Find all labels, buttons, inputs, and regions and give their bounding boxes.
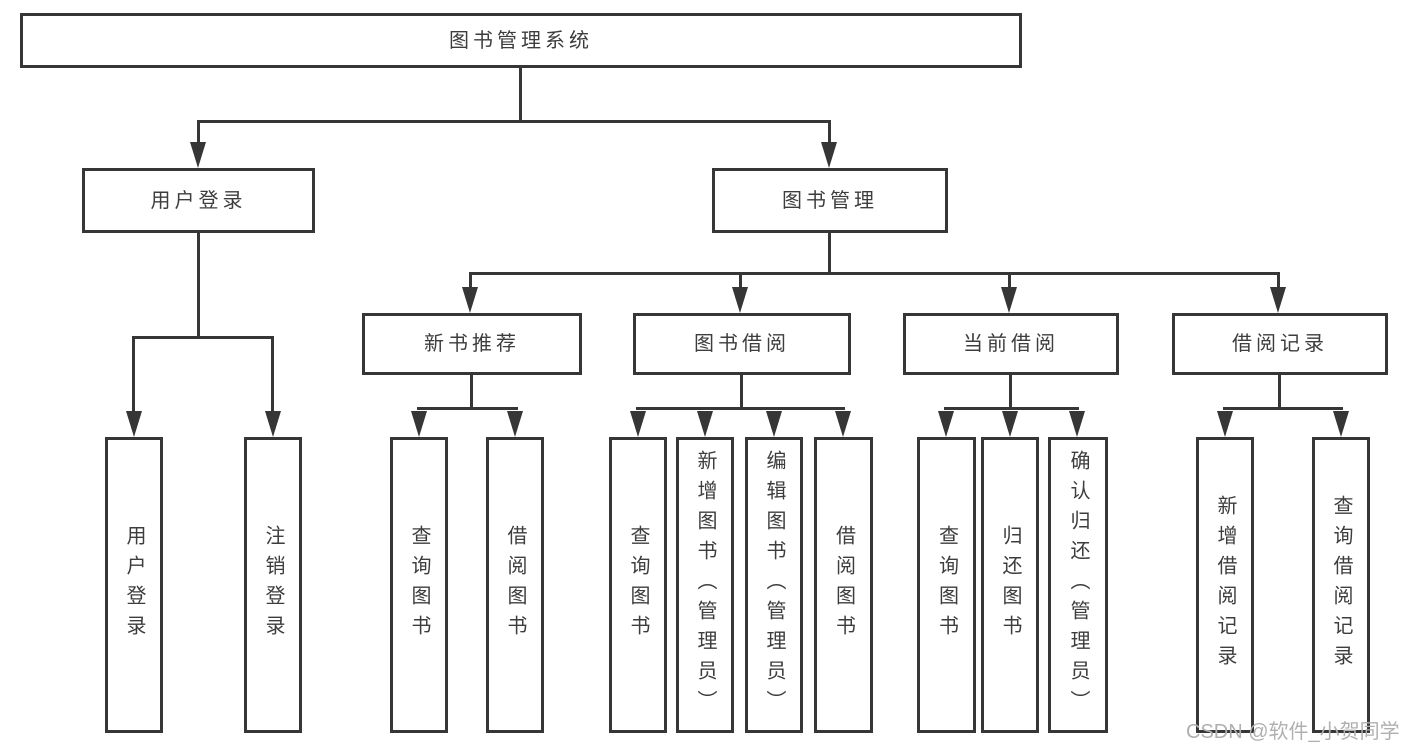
leaf-confirm-return-admin-label: 确认归还（管理员）	[1067, 450, 1089, 720]
arrowhead-g3-return-books	[1002, 411, 1018, 437]
arrowhead-group-3	[1001, 287, 1017, 313]
leaf-query-borrow-record-label: 查询借阅记录	[1330, 495, 1352, 675]
leaf-query-books-2: 查询图书	[609, 437, 667, 733]
leaf-add-books-admin: 新增图书（管理员）	[676, 437, 734, 733]
arrowhead-g2-borrow-books	[835, 411, 851, 437]
arrowhead-leaf-logout	[265, 411, 281, 437]
leaf-query-books-2-label: 查询图书	[627, 525, 649, 645]
node-root: 图书管理系统	[20, 13, 1022, 68]
node-user-login-label: 用户登录	[150, 189, 247, 212]
connector-drop-group-2	[739, 272, 742, 289]
leaf-borrow-books-1-label: 借阅图书	[504, 525, 526, 645]
arrowhead-group-4	[1270, 287, 1286, 313]
node-borrow-records: 借阅记录	[1172, 313, 1388, 375]
connector-drop-group-1	[469, 272, 472, 289]
node-current-borrow-label: 当前借阅	[963, 333, 1059, 355]
node-new-book-recommend-label: 新书推荐	[424, 333, 520, 355]
connector-root-rail	[197, 120, 831, 123]
arrowhead-book-mgmt	[821, 142, 837, 168]
leaf-return-books-label: 归还图书	[999, 525, 1021, 645]
connector-group4-rail	[1223, 407, 1343, 410]
leaf-query-books-3: 查询图书	[917, 437, 976, 733]
connector-book-mgmt-rail	[470, 272, 1280, 275]
arrowhead-user-login	[190, 142, 206, 168]
leaf-edit-books-admin: 编辑图书（管理员）	[745, 437, 803, 733]
csdn-watermark: CSDN @软件_小贺同学	[1186, 721, 1400, 743]
leaf-add-borrow-record: 新增借阅记录	[1196, 437, 1254, 733]
connector-drop-leaf-user-login	[132, 336, 135, 413]
node-book-mgmt: 图书管理	[712, 168, 948, 233]
connector-group2-rail	[636, 407, 845, 410]
connector-book-mgmt-stem	[828, 233, 831, 275]
connector-group4-stem	[1278, 375, 1281, 409]
leaf-borrow-books-1: 借阅图书	[486, 437, 544, 733]
leaf-query-books-1-label: 查询图书	[408, 525, 430, 645]
leaf-user-login-label: 用户登录	[123, 525, 145, 645]
arrowhead-g1-query-books	[411, 411, 427, 437]
node-root-label: 图书管理系统	[449, 29, 593, 52]
leaf-borrow-books-2-label: 借阅图书	[832, 525, 855, 645]
arrowhead-g2-add-books	[697, 411, 713, 437]
arrowhead-group-2	[732, 287, 748, 313]
node-new-book-recommend: 新书推荐	[362, 313, 582, 375]
arrowhead-group-1	[462, 287, 478, 313]
arrowhead-leaf-user-login	[126, 411, 142, 437]
leaf-add-books-admin-label: 新增图书（管理员）	[694, 450, 716, 720]
connector-group1-stem	[470, 375, 473, 409]
leaf-logout: 注销登录	[244, 437, 302, 733]
arrowhead-g4-add-record	[1217, 411, 1233, 437]
connector-drop-book-mgmt	[828, 120, 831, 146]
leaf-add-borrow-record-label: 新增借阅记录	[1214, 495, 1236, 675]
connector-drop-group-4	[1277, 272, 1280, 289]
connector-drop-user-login	[197, 120, 200, 146]
leaf-logout-label: 注销登录	[262, 525, 284, 645]
arrowhead-g2-edit-books	[766, 411, 782, 437]
connector-drop-leaf-logout	[271, 336, 274, 413]
connector-group3-rail	[944, 407, 1079, 410]
leaf-query-books-1: 查询图书	[390, 437, 448, 733]
node-current-borrow: 当前借阅	[903, 313, 1119, 375]
connector-root-stem	[519, 68, 522, 122]
node-user-login: 用户登录	[82, 168, 315, 233]
arrowhead-g3-query-books	[938, 411, 954, 437]
connector-user-login-stem	[197, 233, 200, 339]
connector-group2-stem	[740, 375, 743, 409]
node-book-borrow-label: 图书借阅	[694, 333, 790, 355]
arrowhead-g4-query-record	[1333, 411, 1349, 437]
connector-drop-group-3	[1008, 272, 1011, 289]
connector-group1-rail	[417, 407, 518, 410]
connector-group3-stem	[1009, 375, 1012, 409]
arrowhead-g2-query-books	[630, 411, 646, 437]
leaf-edit-books-admin-label: 编辑图书（管理员）	[763, 450, 785, 720]
leaf-return-books: 归还图书	[981, 437, 1039, 733]
leaf-user-login: 用户登录	[105, 437, 163, 733]
node-book-borrow: 图书借阅	[633, 313, 851, 375]
arrowhead-g3-confirm-return	[1069, 411, 1085, 437]
leaf-query-borrow-record: 查询借阅记录	[1312, 437, 1370, 733]
leaf-confirm-return-admin: 确认归还（管理员）	[1048, 437, 1108, 733]
leaf-borrow-books-2: 借阅图书	[814, 437, 873, 733]
node-borrow-records-label: 借阅记录	[1232, 333, 1328, 355]
connector-user-login-rail	[132, 336, 274, 339]
leaf-query-books-3-label: 查询图书	[935, 525, 958, 645]
arrowhead-g1-borrow-books	[507, 411, 523, 437]
node-book-mgmt-label: 图书管理	[782, 189, 878, 212]
